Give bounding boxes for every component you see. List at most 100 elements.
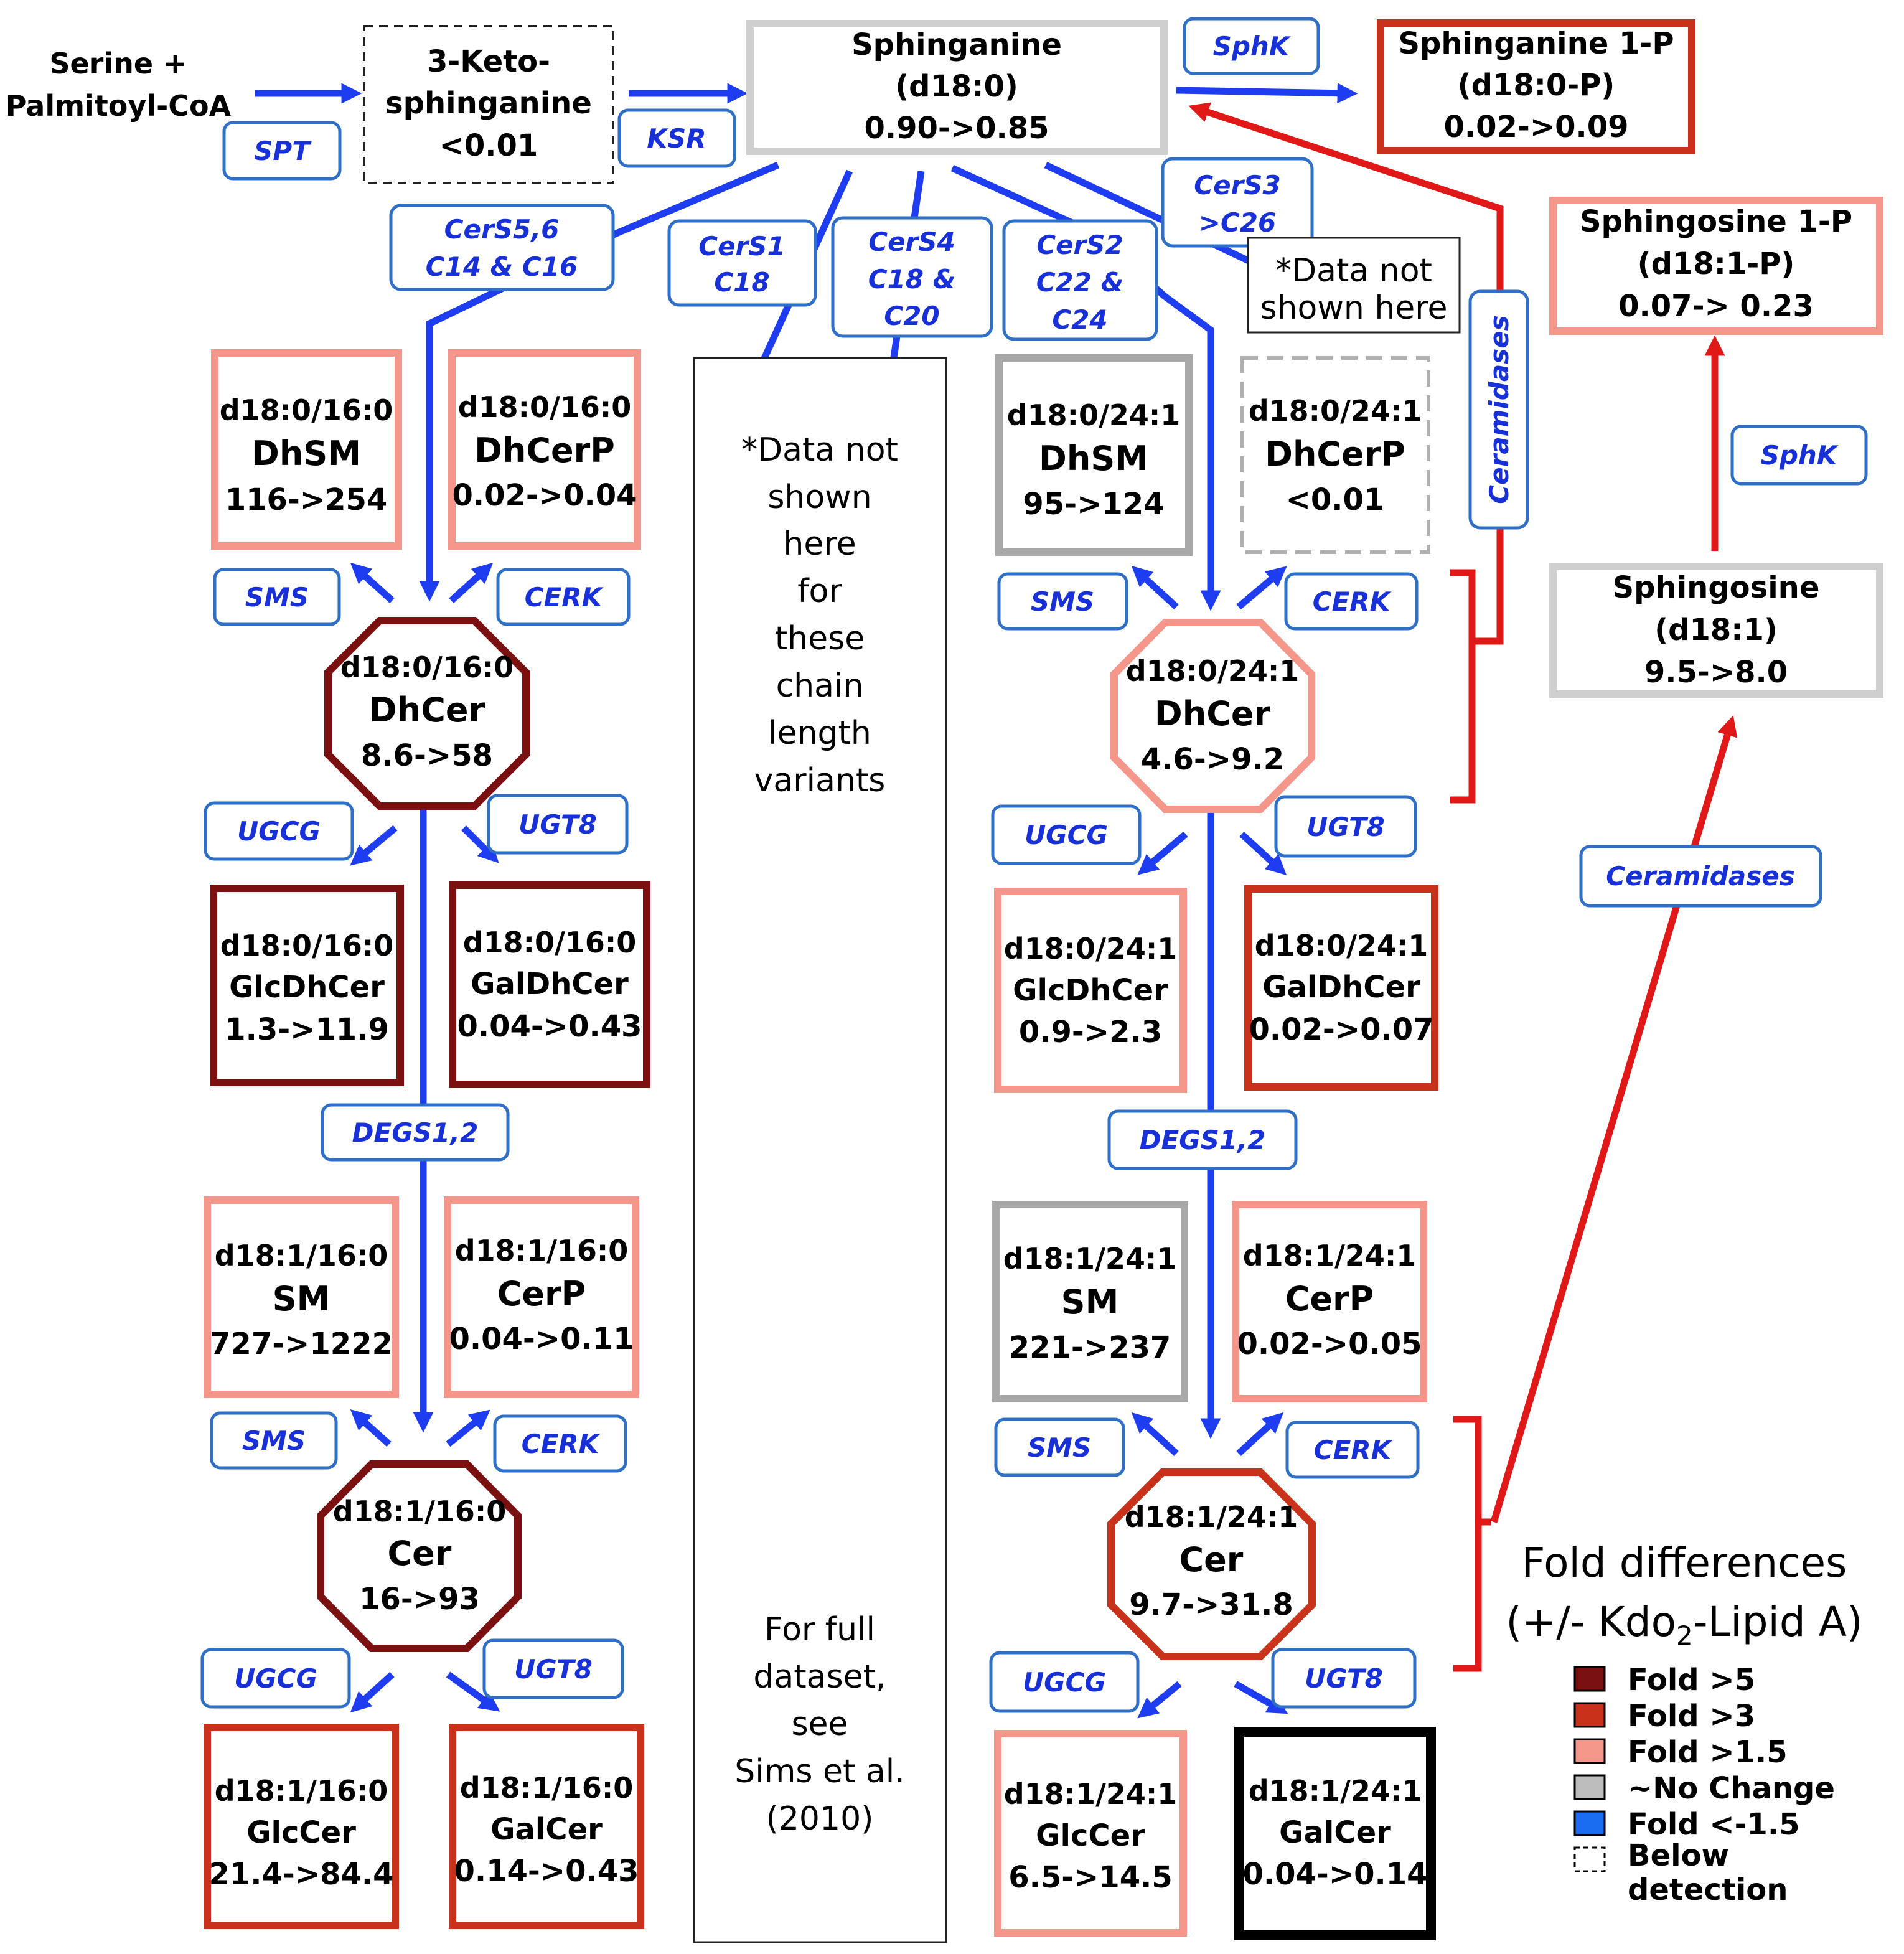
c16-dhcer-value: 8.6->58 [361,738,493,773]
ksr-enzyme: KSR [647,123,706,154]
arrow-c16-cer-to-galcer [446,1671,500,1712]
c24-dhcer-species: d18:0/24:1 [1126,654,1300,688]
ugcg-enzyme-c16: UGCG [234,1663,317,1694]
c16-galcer-species: d18:1/16:0 [460,1771,634,1805]
ugt8-enzyme-c16-dh: UGT8 [518,809,597,840]
c16-dhsm-species: d18:0/16:0 [220,393,393,427]
cers3-note-line1: *Data not [1275,252,1432,289]
ugcg-enzyme-c16-dh: UGCG [237,816,321,847]
c24-dhcer-node: d18:0/24:1 DhCer 4.6->9.2 [1110,619,1315,813]
cers4-line3: C20 [884,301,939,331]
arrow-cer-ceramidase [1490,715,1738,1523]
c24-dhsm-species: d18:0/24:1 [1007,398,1181,432]
c24-dhcerp-name: DhCerP [1265,434,1405,474]
arrow-c16-dhcer-to-dhcerp [449,562,494,604]
c16-dhcer-name: DhCer [369,690,485,730]
arrow-sphinganine-to-s1p [1176,83,1358,104]
legend-swatch-no-change [1573,1774,1606,1800]
legend: Fold differences (+/- Kdo2-Lipid A) Fold… [1506,1539,1862,1907]
c16-glccer-value: 21.4->84.4 [209,1857,394,1892]
c16-galcer-node: d18:1/16:0 GalCer 0.14->0.43 [449,1724,644,1929]
c16-glccer-node: d18:1/16:0 GlcCer 21.4->84.4 [204,1724,399,1929]
c16-cerp-name: CerP [497,1274,586,1313]
legend-swatch-fold-gt1-5 [1573,1738,1606,1764]
sphinganine-1p-name: Sphinganine 1-P [1398,26,1674,61]
middle-note-line7: length [768,715,871,752]
arrow-c16-dhcer-to-dhsm [350,562,395,604]
keto-sphinganine-node: 3-Keto- sphinganine <0.01 [363,25,614,184]
cers3-line2: >C26 [1199,207,1276,238]
c24-glccer-name: GlcCer [1036,1818,1145,1853]
degs-enzyme-c24: DEGS1,2 [1140,1125,1266,1155]
full-dataset-line1: For full [764,1611,875,1648]
enzyme-labels [200,17,1868,1713]
ugcg-enzyme-c24: UGCG [1023,1667,1106,1698]
legend-title-post: -Lipid A) [1693,1598,1863,1646]
c16-dhcerp-value: 0.02->0.04 [453,478,637,513]
c24-cerp-node: d18:1/24:1 CerP 0.02->0.05 [1232,1201,1427,1402]
ugt8-enzyme-c24: UGT8 [1305,1663,1383,1694]
sphingosine-name: Sphingosine [1613,570,1820,605]
c16-galcer-value: 0.14->0.43 [454,1854,639,1889]
c16-galdhcer-value: 0.04->0.43 [457,1009,642,1044]
arrow-c16-cer-to-glccer [350,1671,395,1713]
c24-glcdhcer-name: GlcDhCer [1013,973,1168,1008]
middle-note-line8: variants [754,762,886,799]
sphingosine-node: Sphingosine (d18:1) 9.5->8.0 [1549,563,1883,698]
c24-glccer-value: 6.5->14.5 [1008,1860,1173,1895]
ceramidases-enzyme-right: Ceramidases [1606,861,1794,891]
keto-value: <0.01 [439,128,538,163]
sphinganine-1p-code: (d18:0-P) [1458,68,1615,103]
arrow-cers2 [950,164,1221,611]
arrow-c24-cer-to-glccer [1137,1681,1182,1719]
legend-label-below-line1: Below [1628,1838,1729,1873]
arrow-c16-cer-to-sm [350,1409,392,1447]
c16-dhsm-node: d18:0/16:0 DhSM 116->254 [211,349,402,550]
substrate-line2: Palmitoyl-CoA [6,89,232,123]
c16-dhsm-name: DhSM [251,434,361,473]
arrow-c24-dhcer-to-galdhcer [1239,831,1287,876]
c24-galcer-name: GalCer [1279,1815,1391,1850]
c16-glcdhcer-name: GlcDhCer [229,970,385,1005]
sms-enzyme-c16: SMS [242,1426,306,1456]
ugt8-enzyme-c24-dh: UGT8 [1306,812,1385,842]
cers4-line2: C18 & [868,264,956,294]
c16-glcdhcer-species: d18:0/16:0 [220,929,394,962]
middle-note-line5: these [775,620,865,657]
arrow-c24-cer-to-galcer [1234,1681,1288,1714]
c16-glccer-species: d18:1/16:0 [215,1774,388,1808]
cerk-enzyme-c16: CERK [522,1429,601,1459]
cers3-line1: CerS3 [1194,170,1281,200]
cers4-line1: CerS4 [868,227,955,257]
arrow-c24-dhcer-to-dhsm [1131,565,1179,610]
bracket-cer [1453,1416,1491,1672]
c16-cerp-node: d18:1/16:0 CerP 0.04->0.11 [444,1196,639,1398]
c16-dhcerp-species: d18:0/16:0 [458,390,632,424]
arrow-c24-dhcer-to-glcdhcer [1137,831,1188,875]
sphinganine-value: 0.90->0.85 [865,111,1049,146]
cers2-line2: C22 & [1036,267,1124,298]
sphinganine-node: Sphinganine (d18:0) 0.90->0.85 [746,20,1168,155]
cers3-note-line2: shown here [1260,289,1447,327]
c16-glccer-name: GlcCer [246,1815,356,1850]
sms-enzyme-c24-dh: SMS [1031,586,1094,617]
c16-dhsm-value: 116->254 [225,482,388,517]
c24-galcer-species: d18:1/24:1 [1249,1774,1422,1808]
legend-swatch-fold-gt3 [1573,1702,1606,1728]
cers2-line3: C24 [1052,304,1107,335]
c24-cerp-species: d18:1/24:1 [1243,1239,1417,1272]
c24-dhsm-name: DhSM [1039,439,1148,478]
sphingosine-value: 9.5->8.0 [1644,655,1788,690]
c16-cer-name: Cer [388,1534,452,1573]
cerk-enzyme-c16-dh: CERK [525,582,604,613]
legend-label-fold-gt1-5: Fold >1.5 [1628,1735,1788,1770]
legend-title-line1: Fold differences [1522,1539,1847,1587]
degs-enzyme-c16: DEGS1,2 [352,1117,479,1148]
c24-dhcer-name: DhCer [1155,694,1271,733]
legend-swatch-fold-lt-neg1-5 [1573,1810,1606,1836]
c24-dhcerp-node: d18:0/24:1 DhCerP <0.01 [1240,356,1430,554]
c24-cer-species: d18:1/24:1 [1125,1500,1298,1534]
middle-note-line3: here [783,525,856,563]
c24-glcdhcer-node: d18:0/24:1 GlcDhCer 0.9->2.3 [994,888,1187,1093]
